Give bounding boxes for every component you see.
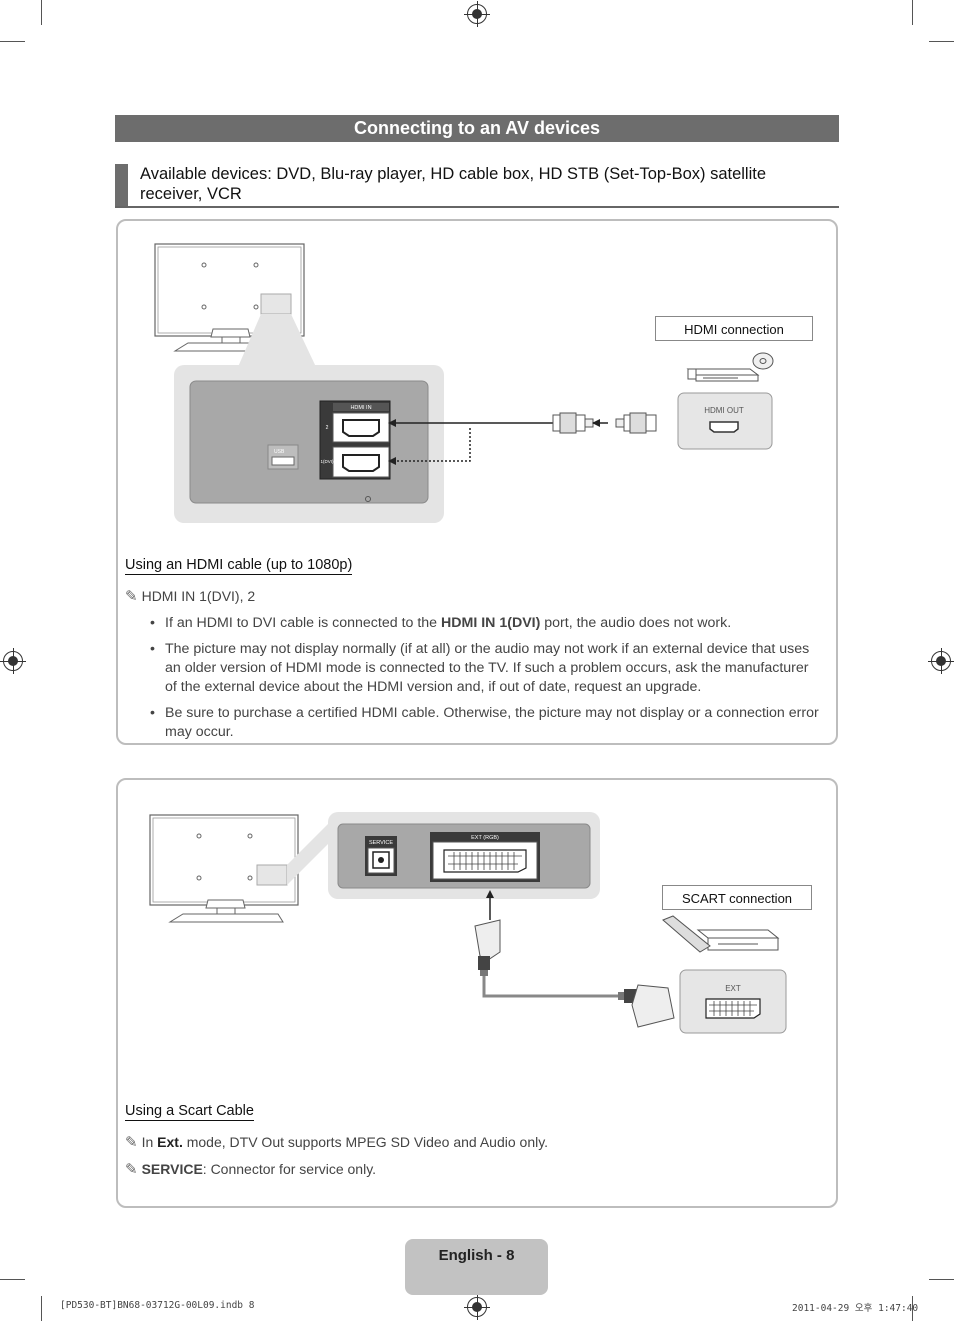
pencil-icon: ✎ <box>125 1134 138 1151</box>
blu-ray-player-illustration <box>686 352 774 382</box>
hdmi-bullet-1: •If an HDMI to DVI cable is connected to… <box>150 615 732 631</box>
page-title: Connecting to an AV devices <box>115 115 839 142</box>
registration-mark-icon <box>928 648 954 674</box>
scart-note-1: ✎In Ext. mode, DTV Out supports MPEG SD … <box>125 1134 549 1151</box>
hdmi-port-2-label: 2 <box>326 425 329 431</box>
crop-mark <box>41 1296 42 1321</box>
service-emphasis: SERVICE <box>141 1161 203 1177</box>
scart-diagram: SERVICE EXT (RGB) <box>149 812 787 1034</box>
hdmi-note: ✎HDMI IN 1(DVI), 2 <box>125 587 255 605</box>
file-info: [PD530-BT]BN68-03712G-00L09.indb 8 <box>60 1300 255 1311</box>
registration-mark-icon <box>464 1 490 27</box>
hdmi-connection-label: HDMI connection <box>655 316 813 341</box>
scart-section-title: Using a Scart Cable <box>125 1103 254 1121</box>
heading-marker <box>115 164 128 206</box>
hdmi-section-title: Using an HDMI cable (up to 1080p) <box>125 557 353 575</box>
print-timestamp: 2011-04-29 오후 1:47:40 <box>792 1303 919 1314</box>
crop-mark <box>912 0 913 25</box>
hdmi-note-title: HDMI IN 1(DVI), 2 <box>141 588 256 604</box>
available-devices-heading: Available devices: DVD, Blu-ray player, … <box>115 164 839 208</box>
scart-note-2: ✎SERVICE: Connector for service only. <box>125 1161 377 1178</box>
usb-label: USB <box>274 449 285 455</box>
hdmi-in-label: HDMI IN <box>350 405 371 411</box>
hdmi-cable-alt-line <box>390 428 471 462</box>
hdmi-port-1-label: 1(DVI) <box>320 459 334 464</box>
pencil-icon: ✎ <box>125 588 138 605</box>
crop-mark <box>929 1279 954 1280</box>
hdmi-bullet-3: •Be sure to purchase a certified HDMI ca… <box>150 705 819 740</box>
vcr-illustration <box>662 915 780 953</box>
registration-mark-icon <box>0 648 26 674</box>
crop-mark <box>41 0 42 25</box>
device-port-box <box>677 392 773 450</box>
crop-mark <box>929 41 954 42</box>
tv-port-area <box>189 380 429 504</box>
ext-port <box>705 998 761 1019</box>
scart-plug-tv-side <box>474 919 501 976</box>
ext-mode-emphasis: Ext. <box>157 1134 183 1150</box>
service-port: SERVICE <box>365 836 397 876</box>
crop-mark <box>912 1296 913 1321</box>
hdmi-in-ports: HDMI IN 2 1(DVI) <box>319 400 391 480</box>
page-number-tab: English - 8 <box>405 1239 548 1295</box>
usb-port: USB <box>267 444 299 470</box>
ext-rgb-port: EXT (RGB) <box>430 832 540 882</box>
hdmi-out-label: HDMI OUT <box>704 406 744 415</box>
hdmi-cable-connector <box>552 412 657 434</box>
zoom-wedge <box>287 822 330 885</box>
hdmi-bullet-2: •The picture may not display normally (i… <box>150 641 810 695</box>
pencil-icon: ✎ <box>125 1161 138 1178</box>
ext-rgb-label: EXT (RGB) <box>471 835 499 841</box>
page-number-label: English - 8 <box>438 1247 515 1264</box>
tv-rear-illustration <box>149 814 299 923</box>
registration-mark-icon <box>464 1294 490 1320</box>
scart-connection-label: SCART connection <box>662 885 812 910</box>
hdmi-out-port <box>709 421 739 433</box>
service-label: SERVICE <box>369 840 393 846</box>
ext-label: EXT <box>725 984 741 993</box>
hdmi-diagram: USB HDMI IN 2 1(DVI) HDMI OUT <box>154 243 774 523</box>
crop-mark <box>0 41 25 42</box>
available-devices-text: Available devices: DVD, Blu-ray player, … <box>140 165 767 203</box>
scart-cable <box>482 976 618 998</box>
hdmi-in-1-dvi-emphasis: HDMI IN 1(DVI) <box>441 615 541 631</box>
screw-hole <box>365 496 371 502</box>
scart-plug-device-side <box>618 984 675 1028</box>
crop-mark <box>0 1279 25 1280</box>
zoom-wedge <box>238 314 316 367</box>
